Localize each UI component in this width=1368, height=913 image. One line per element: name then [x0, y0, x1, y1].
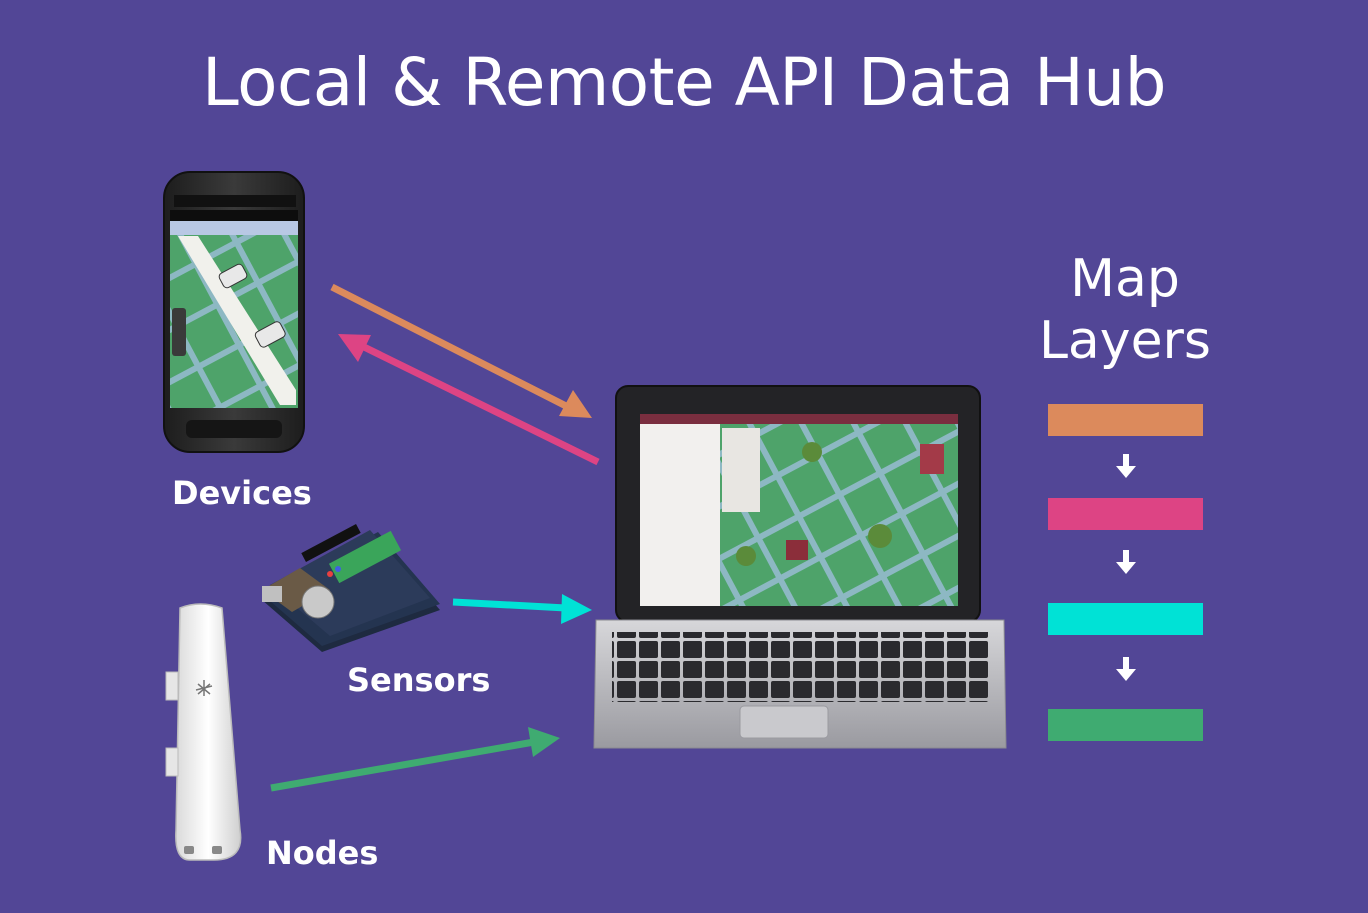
map-layers-heading-line1: Map [1070, 249, 1180, 309]
node-antenna-illustration [165, 603, 242, 861]
devices-label: Devices [172, 474, 312, 512]
arrow-hub-to-devices [360, 342, 600, 466]
sensors-label: Sensors [347, 661, 491, 699]
down-arrow-icon [1116, 657, 1136, 681]
arrow-hub-to-devices-head [338, 334, 371, 362]
map-layer-bar-2 [1048, 498, 1203, 530]
laptop-hub-illustration [593, 385, 1007, 749]
arrow-devices-to-hub-head [559, 390, 592, 418]
arrow-sensors-to-hub [452, 598, 567, 612]
map-layer-bar-1 [1048, 404, 1203, 436]
sensor-board-illustration [262, 524, 440, 652]
map-layer-bar-3 [1048, 603, 1203, 635]
flow-arrows [270, 283, 600, 792]
down-arrow-icon [1116, 550, 1136, 574]
map-layers-heading-line2: Layers [1038, 311, 1212, 371]
arrow-sensors-to-hub-head [561, 594, 592, 624]
page-title: Local & Remote API Data Hub [202, 44, 1166, 121]
arrow-devices-to-hub [330, 283, 570, 411]
phone-device-illustration [163, 171, 305, 453]
map-layers-heading: Map Layers [1020, 248, 1230, 372]
arrow-nodes-to-hub-head [528, 727, 560, 757]
down-arrow-icon [1116, 454, 1136, 478]
nodes-label: Nodes [266, 834, 379, 872]
map-layer-bar-4 [1048, 709, 1203, 741]
arrow-nodes-to-hub [270, 738, 535, 792]
